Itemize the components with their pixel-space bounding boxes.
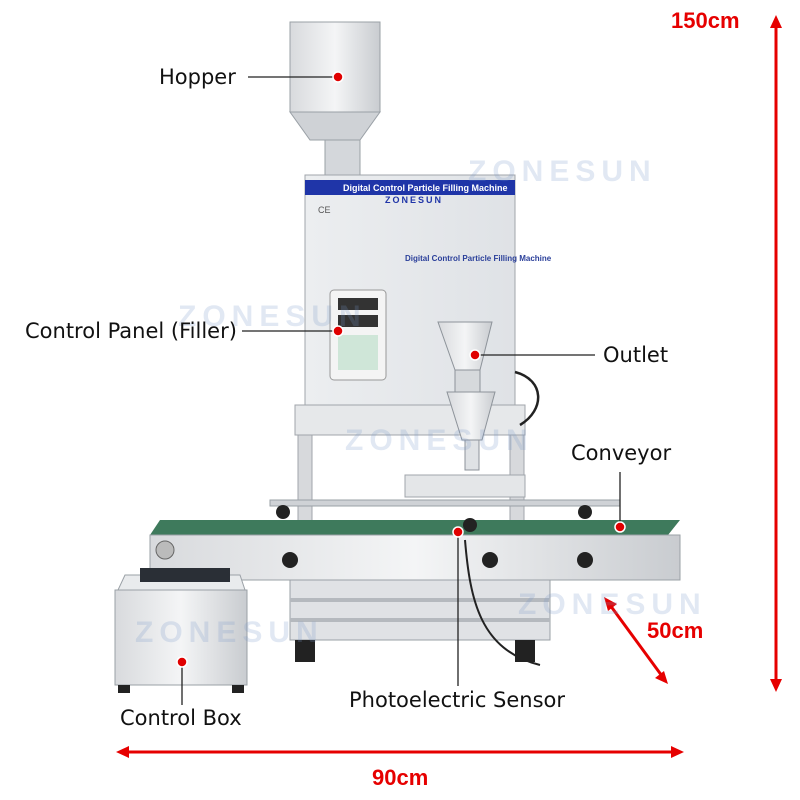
machine-brand: ZONESUN [385, 195, 444, 205]
conveyor [149, 499, 681, 666]
leader-lines [181, 76, 621, 705]
marker-dots [176, 71, 626, 668]
watermark: ZONESUN [468, 155, 657, 188]
ce-mark: CE [318, 205, 331, 215]
label-photoelectric-sensor: Photoelectric Sensor [349, 688, 566, 712]
control-box [114, 568, 248, 693]
outlet [404, 321, 540, 498]
watermark: ZONESUN [135, 616, 324, 649]
watermark: ZONESUN [345, 424, 534, 457]
dimension-height: 150cm [671, 8, 740, 33]
label-control-box: Control Box [120, 706, 242, 730]
label-control-panel: Control Panel (Filler) [25, 319, 237, 343]
hopper [289, 21, 381, 176]
dimension-width: 90cm [372, 765, 429, 790]
dimension-depth: 50cm [647, 618, 704, 643]
watermark: ZONESUN [178, 300, 367, 333]
machine-plate-text: Digital Control Particle Filling Machine [343, 183, 508, 193]
label-outlet: Outlet [603, 343, 669, 367]
label-conveyor: Conveyor [571, 441, 672, 465]
label-hopper: Hopper [159, 65, 236, 89]
dimension-arrows [116, 15, 782, 758]
control-panel [329, 289, 387, 381]
watermark: ZONESUN [518, 588, 707, 621]
machine-side-text: Digital Control Particle Filling Machine [405, 254, 552, 263]
